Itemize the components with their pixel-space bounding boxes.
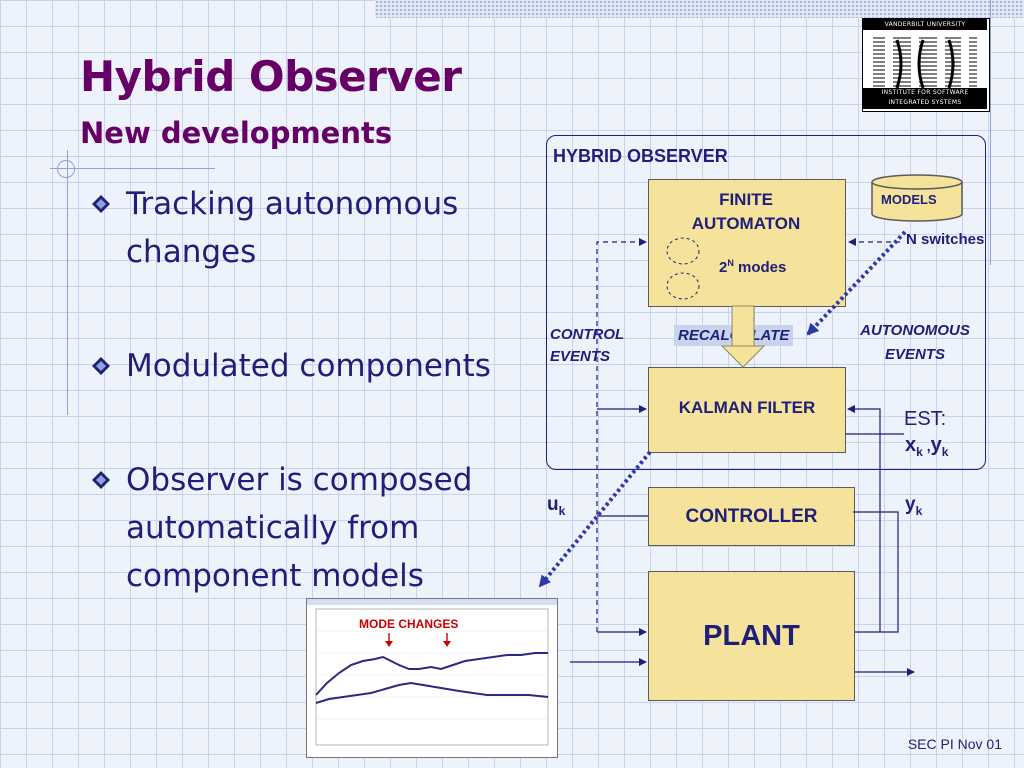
kalman-filter-box: KALMAN FILTER bbox=[648, 367, 846, 453]
bullet-text: Tracking autonomous changes bbox=[126, 186, 459, 270]
models-label: MODELS bbox=[881, 192, 937, 207]
mode-change-arrow-icon bbox=[443, 641, 451, 647]
mode-change-arrow-icon bbox=[385, 641, 393, 647]
bullet-text: Modulated components bbox=[126, 348, 491, 384]
decorative-line bbox=[67, 150, 68, 415]
plot-series-lower bbox=[315, 681, 549, 704]
models-cylinder bbox=[871, 174, 963, 222]
kalman-filter-label: KALMAN FILTER bbox=[678, 398, 816, 417]
diamond-bullet-icon bbox=[92, 195, 110, 213]
top-decorative-strip bbox=[375, 0, 1024, 18]
mode-changes-plot-svg bbox=[307, 599, 557, 746]
bullet-item: Tracking autonomous changes bbox=[88, 180, 548, 276]
logo-bottom-text-1: INSTITUTE FOR SOFTWARE bbox=[863, 88, 987, 98]
bullet-item: Observer is composed automatically from … bbox=[88, 456, 548, 600]
bullet-list: Tracking autonomous changes Modulated co… bbox=[88, 180, 548, 600]
plot-series-upper bbox=[315, 652, 548, 696]
controller-box: CONTROLLER bbox=[648, 487, 855, 546]
mode-state-icon bbox=[666, 237, 700, 265]
n-switches-label: N switches bbox=[906, 231, 985, 248]
hybrid-observer-label: HYBRID OBSERVER bbox=[553, 146, 728, 166]
hybrid-observer-boundary bbox=[546, 135, 986, 470]
bullet-text: Observer is composed automatically from … bbox=[126, 462, 473, 594]
diamond-bullet-icon bbox=[92, 357, 110, 375]
yk-label: yk bbox=[905, 494, 923, 518]
plant-label: PLANT bbox=[703, 620, 800, 652]
slide-subtitle: New developments bbox=[80, 116, 393, 150]
isis-logo-mark-icon bbox=[873, 36, 977, 92]
decorative-line bbox=[50, 168, 215, 169]
logo-bottom-text-2: INTEGRATED SYSTEMS bbox=[863, 98, 987, 109]
yk-to-kalman-line bbox=[847, 405, 881, 632]
autonomous-events-label: AUTONOMOUS EVENTS bbox=[860, 322, 970, 363]
slide-footer: SEC PI Nov 01 bbox=[907, 736, 1002, 752]
control-events-dashed-line bbox=[596, 238, 647, 632]
mode-state-icon bbox=[666, 272, 700, 300]
slide-title: Hybrid Observer bbox=[80, 52, 462, 101]
modes-label: 2N modes bbox=[719, 258, 787, 276]
models-to-automaton-dotted-arrow bbox=[806, 230, 907, 336]
bullet-item: Modulated components bbox=[88, 342, 548, 390]
decorative-circle bbox=[57, 160, 75, 178]
control-events-label: CONTROL EVENTS bbox=[550, 326, 624, 365]
est-label: EST: bbox=[904, 408, 947, 430]
kalman-to-plot-dotted-arrow bbox=[538, 450, 652, 588]
controller-label: CONTROLLER bbox=[685, 506, 818, 527]
logo-top-text: VANDERBILT UNIVERSITY bbox=[863, 19, 987, 30]
mode-changes-plot: MODE CHANGES bbox=[306, 598, 558, 758]
plant-box: PLANT bbox=[648, 571, 855, 701]
recalculate-arrow-icon bbox=[720, 305, 766, 368]
mode-changes-annotation: MODE CHANGES bbox=[359, 617, 459, 631]
finite-automaton-label: FINITE AUTOMATON bbox=[691, 190, 801, 233]
uk-label: uk bbox=[547, 494, 566, 518]
estimate-to-controller-line bbox=[853, 511, 899, 633]
decorative-line bbox=[990, 0, 991, 265]
isis-logo: VANDERBILT UNIVERSITY INSTITUTE FOR SOFT… bbox=[862, 18, 990, 112]
estimate-xk-yk: xk ,yk bbox=[905, 434, 949, 459]
diamond-bullet-icon bbox=[92, 471, 110, 489]
